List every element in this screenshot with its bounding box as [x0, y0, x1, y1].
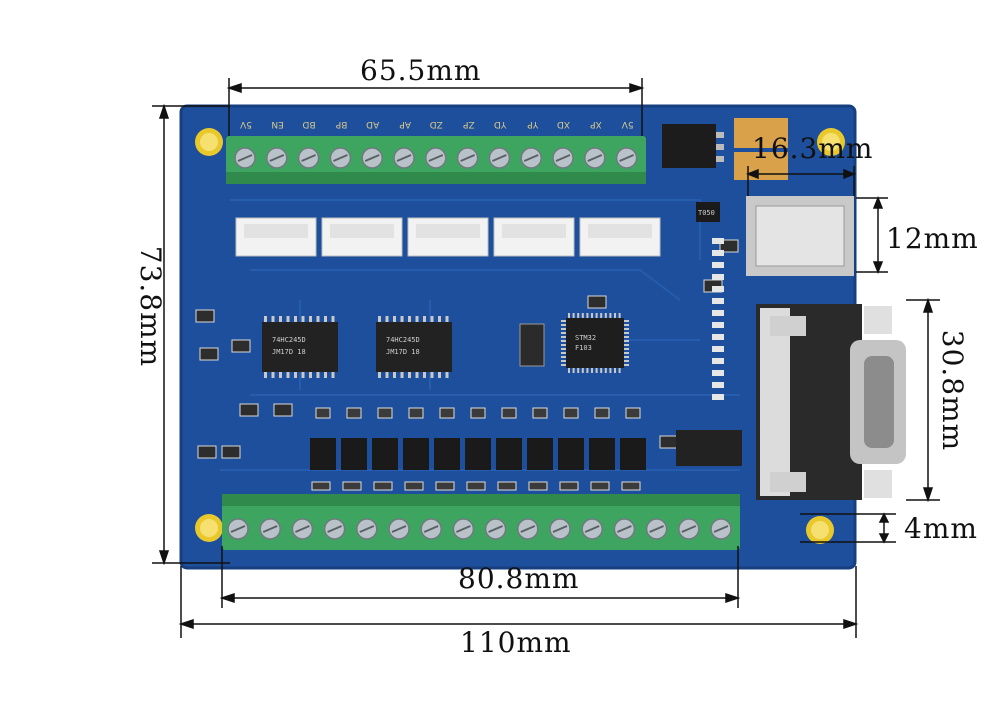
terminal-label: YD: [494, 119, 507, 129]
dim-bottom-connector-width: 80.8mm: [458, 562, 580, 595]
terminal-label: XD: [557, 119, 570, 129]
svg-text:74HC245D: 74HC245D: [272, 336, 306, 344]
terminal-label: BP: [335, 119, 347, 129]
svg-text:F103: F103: [575, 344, 592, 352]
terminal-label: BD: [302, 119, 315, 129]
dimension-lines: [152, 78, 940, 638]
db9-connector: [756, 304, 906, 500]
dim-usb-width: 16.3mm: [752, 132, 874, 165]
mounting-holes: [195, 128, 845, 544]
dim-board-width: 110mm: [460, 626, 572, 659]
svg-text:74HC245D: 74HC245D: [386, 336, 420, 344]
terminal-label: EN: [271, 119, 283, 129]
dim-hole-offset: 4mm: [904, 512, 978, 545]
svg-text:JM17D 18: JM17D 18: [272, 348, 306, 356]
terminal-label: ZD: [430, 119, 443, 129]
mcu-chip: STM32 F103: [561, 313, 629, 373]
usb-connector: [746, 196, 854, 276]
terminal-label: ZP: [462, 119, 474, 129]
terminal-label: YP: [527, 119, 539, 129]
voltage-regulator: [662, 124, 724, 168]
top-terminal-block: 5V EN BD BP AD AP ZD ZP YD YP XD XP 5V: [226, 119, 646, 184]
terminal-label: XP: [590, 119, 602, 129]
dim-board-height: 73.8mm: [134, 245, 168, 368]
svg-text:JM17D 18: JM17D 18: [386, 348, 420, 356]
terminal-label: AP: [399, 119, 411, 129]
jst-connectors: [235, 217, 661, 257]
bottom-terminal-block: [222, 494, 740, 550]
optocoupler-row: [310, 407, 646, 491]
dim-db9-height: 30.8mm: [936, 329, 970, 452]
dim-usb-height: 12mm: [886, 222, 979, 255]
svg-text:T050: T050: [698, 209, 715, 217]
terminal-label: AD: [366, 119, 379, 129]
terminal-label: 5V: [621, 119, 634, 129]
driver-chip-left: 74HC245D JM17D 18: [262, 316, 338, 378]
dim-top-connector-width: 65.5mm: [360, 54, 482, 87]
svg-text:STM32: STM32: [575, 334, 596, 342]
driver-chip-right: 74HC245D JM17D 18: [376, 316, 452, 378]
terminal-label: 5V: [239, 119, 252, 129]
